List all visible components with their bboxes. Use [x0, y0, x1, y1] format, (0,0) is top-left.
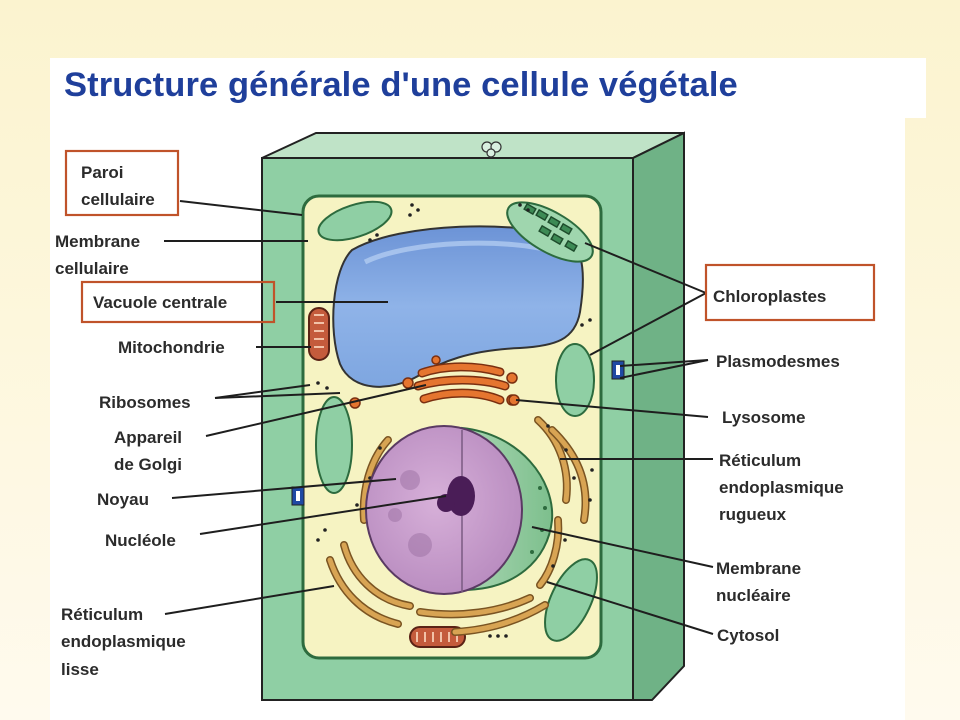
label-membrane-nucleaire-2: nucléaire [716, 586, 791, 605]
label-paroi-2: cellulaire [81, 190, 155, 209]
title-band [50, 58, 926, 118]
label-noyau: Noyau [97, 490, 149, 509]
label-vacuole: Vacuole centrale [93, 293, 227, 312]
label-ribosomes: Ribosomes [99, 393, 191, 412]
chloroplast-left [315, 396, 353, 494]
cell-wall-top-face [261, 132, 685, 159]
label-chloroplastes: Chloroplastes [713, 287, 826, 306]
chloroplast-right [555, 343, 595, 417]
cell-wall-right-face [632, 131, 685, 701]
label-membrane-cellulaire-2: cellulaire [55, 259, 129, 278]
pore-icon [481, 141, 502, 158]
nucleus [365, 425, 554, 595]
plant-cell [261, 131, 685, 701]
ribosomes [316, 203, 592, 638]
chloroplasts [315, 200, 598, 642]
label-nucleole: Nucléole [105, 531, 176, 550]
label-cytosol: Cytosol [717, 626, 779, 645]
label-lysosome: Lysosome [722, 408, 805, 427]
label-membrane-nucleaire-1: Membrane [716, 559, 801, 578]
label-plasmodesmes: Plasmodesmes [716, 352, 840, 371]
label-mitochondrie: Mitochondrie [118, 338, 225, 357]
chloroplast-top-left [317, 200, 393, 242]
label-paroi-1: Paroi [81, 163, 124, 182]
label-rel-2: endoplasmique [61, 632, 186, 651]
label-rel-1: Réticulum [61, 605, 143, 624]
smooth-er [326, 541, 549, 636]
label-rel-3: lisse [61, 660, 99, 679]
label-box-paroi [64, 149, 180, 217]
chloroplast-bottom-right [544, 558, 598, 642]
page-title: Structure générale d'une cellule végétal… [64, 66, 738, 104]
endoplasmic-reticulum [326, 416, 594, 636]
labels: Paroi cellulaire Membrane cellulaire Vac… [55, 163, 844, 679]
label-rer-2: endoplasmique [719, 478, 844, 497]
label-box-chloroplastes [704, 263, 876, 322]
label-membrane-cellulaire-1: Membrane [55, 232, 140, 251]
label-golgi-2: de Golgi [114, 455, 182, 474]
mitochondrion-left [308, 307, 330, 361]
label-rer-1: Réticulum [719, 451, 801, 470]
label-rer-3: rugueux [719, 505, 787, 524]
leader-lines [164, 200, 714, 635]
label-box-vacuole [80, 280, 276, 324]
rough-er [355, 416, 594, 589]
chloroplast-top-right [506, 201, 594, 263]
label-golgi-1: Appareil [114, 428, 182, 447]
